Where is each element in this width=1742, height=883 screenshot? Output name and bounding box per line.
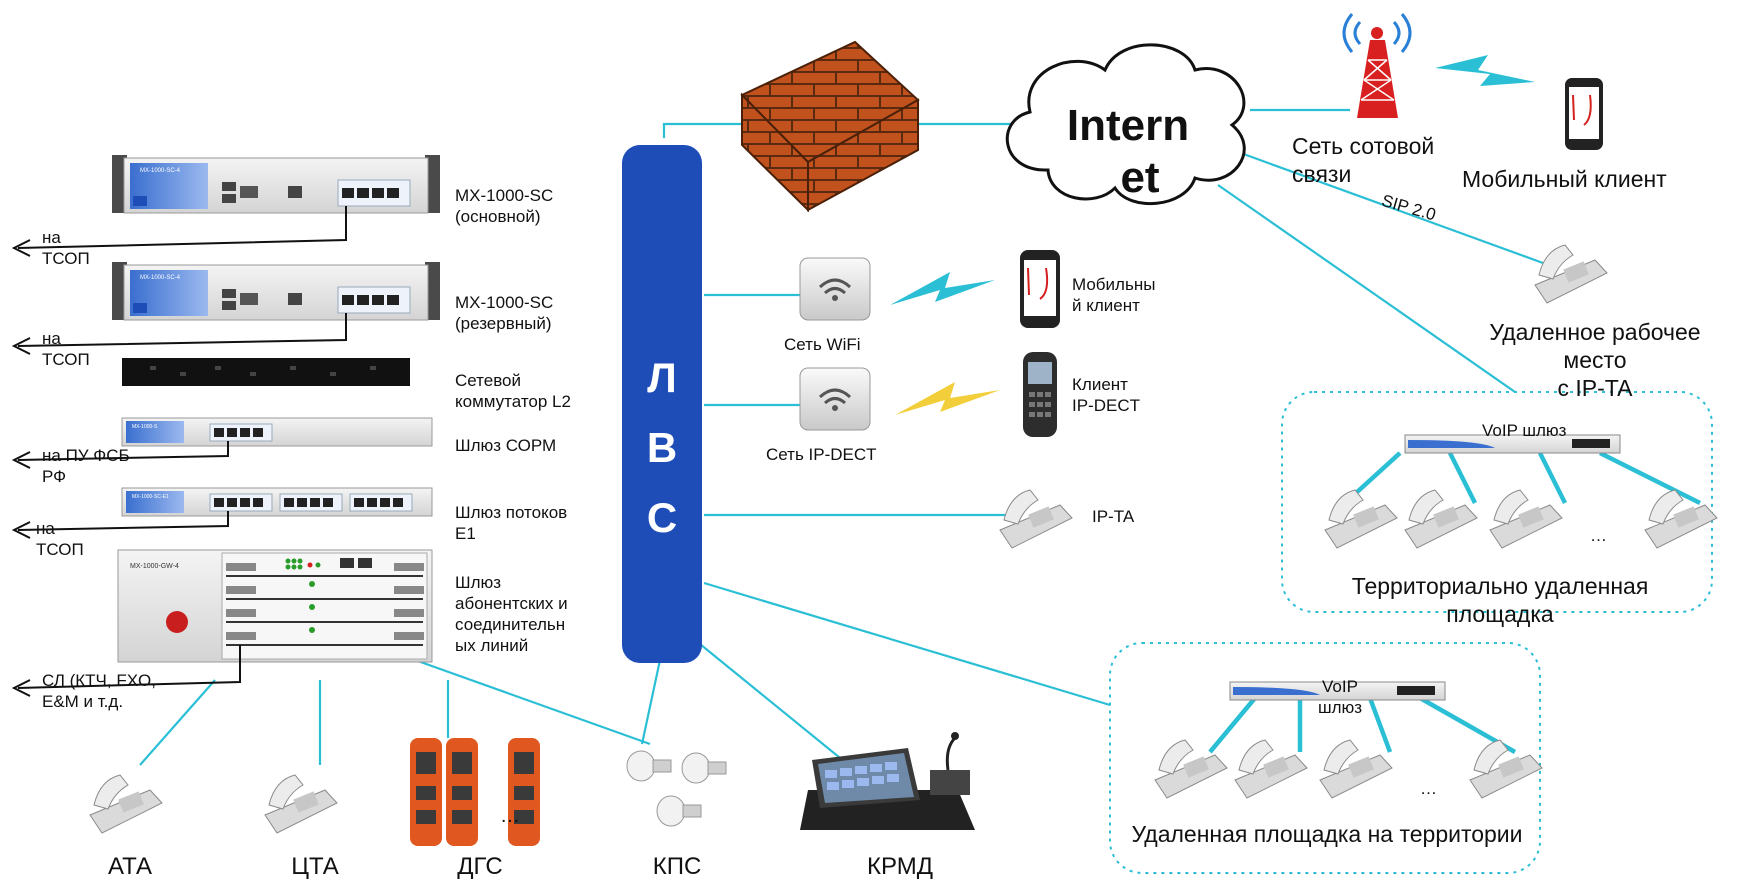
remote-phone-icon	[1534, 244, 1608, 304]
dgs-ellipsis: …	[500, 805, 520, 827]
label-kps: КПС	[652, 853, 702, 880]
exit-gw4: СЛ (КТЧ, FXO, E&M и т.д.	[42, 671, 156, 711]
label-dect-client: Клиент IP-DECT	[1072, 375, 1140, 415]
dect-handset-icon	[1023, 352, 1057, 437]
exit-arrows	[11, 206, 347, 697]
phone-icon	[1319, 739, 1393, 799]
lan-letter-2: В	[647, 424, 677, 471]
voip-gateway-local-icon	[1229, 681, 1446, 701]
label-wifi-client: Мобильны й клиент	[1072, 275, 1156, 315]
label-site-remote: Территориально удаленная площадка	[1351, 573, 1649, 627]
label-sorm: Шлюз СОРМ	[455, 436, 557, 455]
mx-1000-sc-main-device: MX-1000-SC-4	[112, 155, 440, 214]
label-mx-main: MX-1000-SC (основной)	[455, 186, 554, 226]
exit-sorm: на ПУ ФСБ РФ	[42, 446, 130, 486]
internet-label-2: et	[1120, 153, 1159, 202]
cta-phone-icon	[264, 774, 338, 834]
lightning-icon	[890, 272, 995, 305]
label-ata: АТА	[107, 853, 152, 880]
wifi-ap-icon	[799, 257, 871, 321]
exit-mx-main: на ТСОП	[42, 228, 90, 268]
label-gw4: Шлюз абонентских и соединительн ых линий	[455, 573, 568, 655]
smartphone-icon	[1020, 250, 1060, 328]
device-model-text: MX-1000-SC-4	[140, 168, 181, 174]
phone-icon	[1404, 489, 1478, 549]
label-voip-local: VoIP шлюз	[1317, 677, 1363, 717]
lightning-icon	[895, 382, 1000, 415]
label-cta: ЦТА	[291, 853, 339, 880]
label-dgs: ДГС	[457, 853, 503, 880]
ata-phone-icon	[89, 774, 163, 834]
exit-e1: на ТСОП	[36, 519, 84, 559]
links	[139, 108, 1544, 766]
dgs-intercom-icon	[410, 738, 540, 846]
voip-gateway-remote-icon	[1404, 434, 1621, 454]
ip-phone-icon	[999, 489, 1073, 549]
phone-icon	[1469, 739, 1543, 799]
exit-mx-reserve: на ТСОП	[42, 329, 90, 369]
smartphone-icon	[1565, 78, 1603, 150]
lan-bus	[622, 145, 702, 663]
dect-ap-icon	[799, 367, 871, 431]
label-ipta: IP-TA	[1092, 507, 1135, 526]
phone-icon	[1489, 489, 1563, 549]
internet-label-1: Intern	[1067, 101, 1189, 150]
firewall-icon	[740, 40, 920, 213]
mx-1000-sc-reserve-device: MX-1000-SC-4	[112, 262, 440, 321]
cloud-icon	[1005, 43, 1246, 206]
subscriber-gateway-device: MX-1000-GW-4	[117, 549, 433, 663]
ellipsis-remote: …	[1590, 526, 1607, 545]
label-switch: Сетевой коммутатор L2	[455, 371, 571, 411]
label-cellular: Сеть сотовой связи	[1292, 133, 1435, 187]
e1-gateway-device: MX-1000-SC-E1	[121, 487, 433, 517]
device-model-text: MX-1000-SC-4	[140, 275, 181, 281]
phone-icon	[1234, 739, 1308, 799]
cell-tower-icon	[1342, 13, 1412, 118]
krmd-console-icon	[800, 732, 975, 830]
label-voip-remote: VoIP шлюз	[1482, 421, 1567, 440]
lan-letter-1: Л	[647, 354, 676, 401]
label-e1: Шлюз потоков E1	[455, 503, 568, 543]
phone-icon	[1644, 489, 1718, 549]
sorm-gateway-device: MX-1000-S	[121, 417, 433, 447]
ellipsis-local: …	[1420, 779, 1437, 798]
kps-speaker-icon	[626, 750, 727, 827]
label-site-local: Удаленная площадка на территории	[1131, 821, 1523, 847]
label-remote-workplace: Удаленное рабочее место с IP-TA	[1489, 319, 1701, 401]
power-button-icon	[166, 611, 188, 633]
device-model-text: MX-1000-GW-4	[130, 563, 179, 570]
label-mobile-client: Мобильный клиент	[1462, 166, 1667, 192]
label-wifi: Сеть WiFi	[784, 335, 861, 354]
label-krmd: КРМД	[867, 853, 933, 880]
label-mx-reserve: MX-1000-SC (резервный)	[455, 293, 554, 333]
lightning-icon	[1435, 55, 1535, 86]
device-model-text: MX-1000-SC-E1	[132, 494, 169, 500]
phone-icon	[1154, 739, 1228, 799]
label-dect: Сеть IP-DECT	[766, 445, 877, 464]
network-switch-device	[122, 358, 410, 386]
phone-icon	[1324, 489, 1398, 549]
device-model-text: MX-1000-S	[132, 424, 158, 430]
lan-letter-3: С	[647, 494, 677, 541]
